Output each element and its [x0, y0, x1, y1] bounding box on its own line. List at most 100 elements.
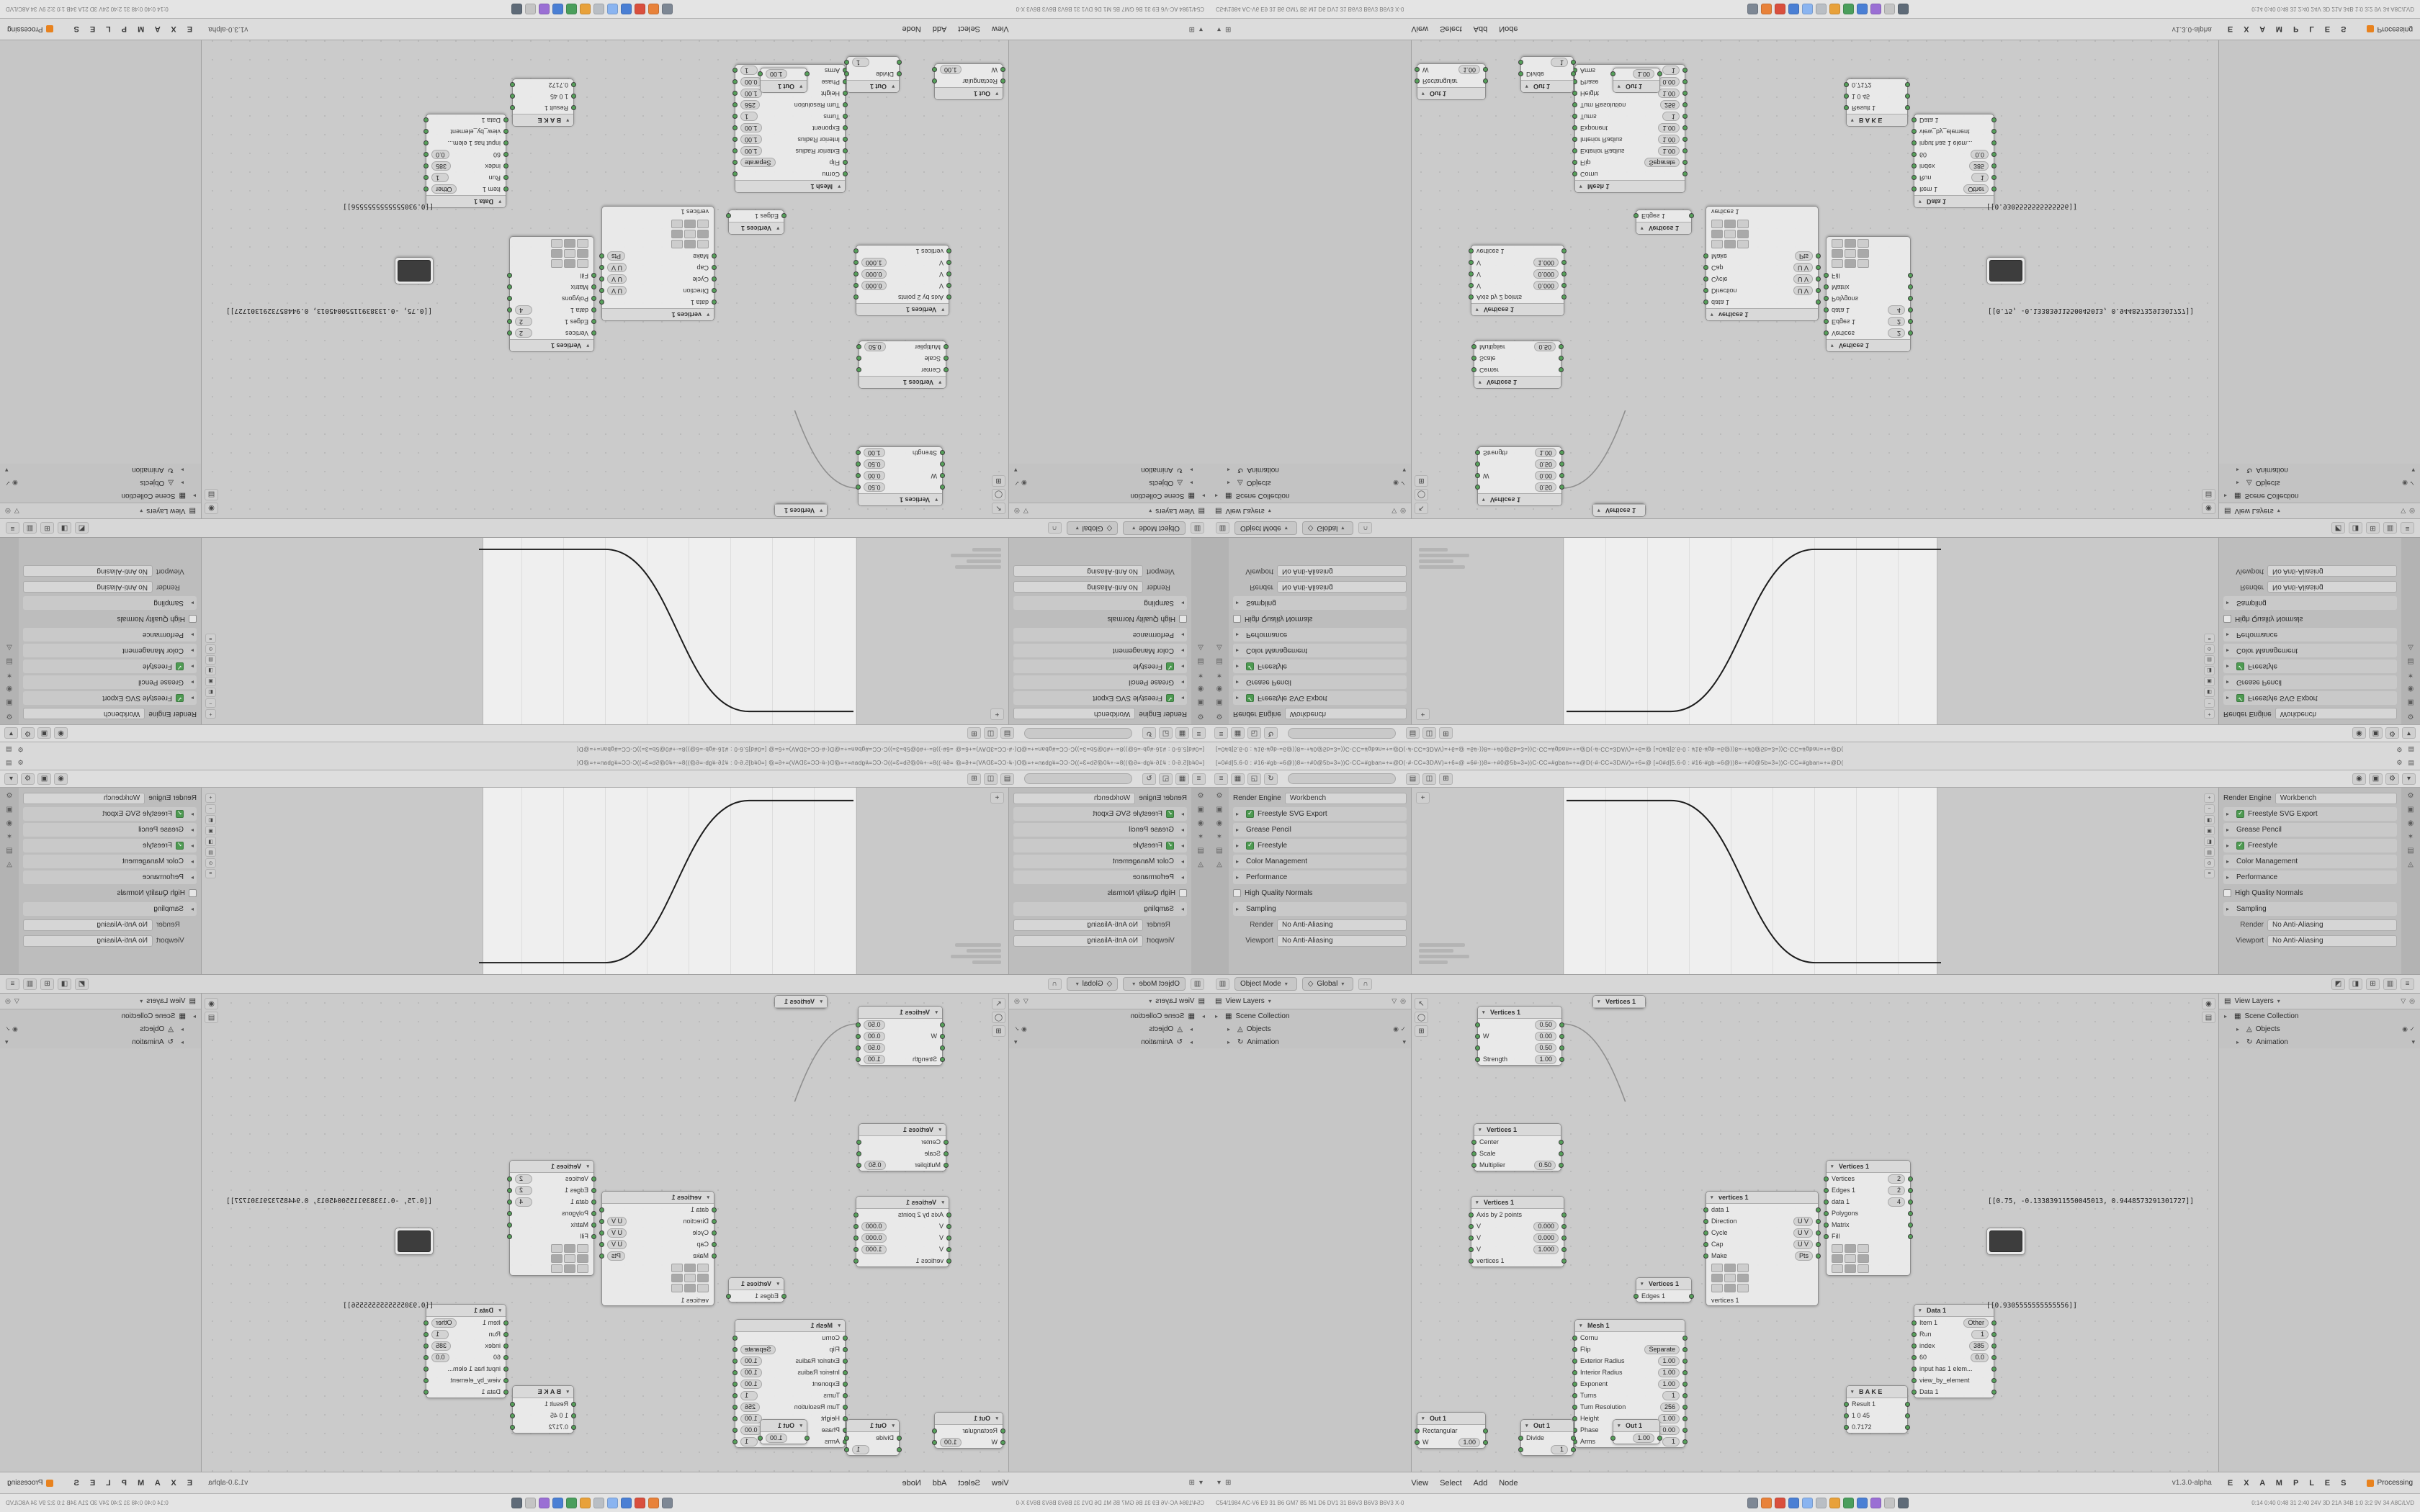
toolbar-icon[interactable]: ⚙ [2385, 727, 2399, 739]
node-row[interactable]: V 1.000 [856, 257, 949, 269]
node-row[interactable]: Cycle U V [602, 1227, 714, 1238]
taskbar-app-icon[interactable] [1842, 1498, 1854, 1508]
taskbar-app-icon[interactable] [1829, 1498, 1840, 1508]
node-header[interactable]: ▾ Out 1 [1521, 1420, 1573, 1432]
node-row-value-field[interactable]: 1.000 [861, 258, 887, 268]
expand-arrow-icon[interactable]: ▸ [180, 467, 184, 474]
node-row[interactable]: Edges 1 2 [510, 1184, 593, 1196]
node-row-value-field[interactable]: 0.00 [740, 1425, 762, 1435]
aa-row-dropdown[interactable]: No Anti-Aliasing [1013, 935, 1143, 947]
node-row[interactable]: Make Pts [602, 1250, 714, 1261]
node-row-value-field[interactable]: 0.000 [1533, 1221, 1559, 1231]
node-header[interactable]: ▾ Vertices 1 [1474, 376, 1561, 388]
node-row-value-field[interactable]: 1.00 [864, 448, 885, 458]
node-row-value-field[interactable]: 1 [1662, 112, 1680, 122]
outliner-filter-icon[interactable]: ◎ [5, 997, 11, 1004]
outliner-item-toggles[interactable]: ▾ [5, 1038, 9, 1045]
node-row[interactable]: Run 1 [426, 172, 506, 184]
canvas-side-icon[interactable]: ◉ [205, 998, 218, 1009]
collapse-icon[interactable]: ▾ [838, 184, 841, 189]
node-header[interactable]: ▾ Vertices 1 [729, 222, 784, 234]
node-row[interactable]: Turns 1 [1572, 1390, 1688, 1401]
node[interactable]: ▾ Out 1 Rectangular W 1.00 [934, 1412, 1003, 1449]
node-row[interactable]: Exponent 1.00 [735, 122, 845, 134]
collapse-icon[interactable]: ▾ [938, 379, 941, 384]
node-row-value-field[interactable]: 1 [852, 1444, 869, 1454]
properties-section-header[interactable]: ▸ Grease Pencil [1013, 823, 1187, 837]
taskbar-app-icon[interactable] [621, 1498, 632, 1508]
node-row-value-field[interactable]: Other [431, 1318, 457, 1328]
properties-section-header[interactable]: ▸ Performance [1233, 870, 1407, 884]
node-header[interactable]: ▾ Out 1 [761, 1420, 807, 1432]
node-row-value-field[interactable]: 0.00 [1535, 471, 1556, 481]
taskbar-app-icon[interactable] [593, 4, 605, 14]
node-row[interactable]: V 0.000 [1471, 269, 1564, 280]
outliner-filter-icon[interactable]: ▽ [1023, 508, 1028, 515]
node-row[interactable]: V 1.000 [856, 1243, 949, 1255]
collapse-icon[interactable]: ▾ [586, 1164, 589, 1169]
node-row-value-field[interactable]: 1.00 [1658, 1367, 1680, 1377]
graph-side-button[interactable]: − [2204, 804, 2215, 814]
node-row[interactable]: Strength 1.00 [1475, 1053, 1564, 1065]
node-row[interactable]: input has 1 elem... [1914, 138, 1994, 149]
collapse-icon[interactable]: ▾ [1641, 1282, 1644, 1287]
node-row-value-field[interactable]: U V [607, 274, 627, 284]
toolbar-icon[interactable]: ▾ [4, 773, 18, 785]
node[interactable]: ▾ B A K E Result 1 1 0 45 [1846, 78, 1908, 127]
node-row[interactable]: Result 1 [513, 102, 573, 114]
sampling-section-header[interactable]: ▸ Sampling [1013, 902, 1187, 916]
outliner-item[interactable]: ▸ ↻ Animation ▾ [1210, 464, 1411, 477]
node[interactable]: ▾ Out 1 Divide 1 [846, 1419, 900, 1456]
properties-section-header[interactable]: ▸ Freestyle [2223, 660, 2397, 673]
outliner-item[interactable]: ▸ ↻ Animation ▾ [1009, 464, 1210, 477]
node-row-value-field[interactable]: 1.00 [740, 89, 762, 99]
node-row[interactable]: 1 [847, 1444, 899, 1455]
graph-side-button[interactable]: ⊙ [2204, 644, 2215, 654]
sampling-section-header[interactable]: ▸ Sampling [1013, 596, 1187, 610]
header-toggle-icon[interactable]: ⊞ [2366, 522, 2380, 534]
node[interactable]: ▾ Vertices 1 Center Scale [859, 1123, 946, 1171]
header-toggle-icon[interactable]: ≡ [2401, 522, 2414, 534]
sampling-section-header[interactable]: ▸ Sampling [1233, 902, 1407, 916]
properties-tab-icon[interactable]: ◬ [6, 644, 12, 652]
toolbar-icon[interactable]: ◉ [2352, 773, 2366, 785]
aa-row-dropdown[interactable]: No Anti-Aliasing [1277, 565, 1407, 577]
collapse-icon[interactable]: ▾ [1482, 497, 1485, 502]
node-header[interactable]: ▾ Vertices 1 [1471, 303, 1564, 315]
node-row-value-field[interactable]: 2 [1888, 1174, 1905, 1184]
node-row[interactable]: Fill [1827, 270, 1910, 282]
node-row[interactable]: Direction U V [1703, 1215, 1821, 1227]
properties-tab-icon[interactable]: ▤ [2407, 847, 2414, 855]
node-header[interactable]: ▾ Data 1 [1914, 195, 1994, 207]
properties-tab-icon[interactable]: ◬ [1216, 860, 1222, 868]
properties-tab-icon[interactable]: ⚙ [6, 712, 13, 720]
properties-tab-icon[interactable]: ⚙ [1216, 792, 1223, 800]
node-row[interactable]: data 1 [602, 1204, 714, 1215]
properties-section-header[interactable]: ▸ Freestyle [1013, 839, 1187, 852]
collapse-icon[interactable]: ▾ [586, 343, 589, 348]
header-toggle-icon[interactable]: ◩ [75, 522, 89, 534]
node[interactable]: ▾ Vertices 1 Center Scale [859, 341, 946, 389]
node-row-value-field[interactable]: 0.00 [864, 1031, 885, 1041]
node-row-value-field[interactable]: 1.00 [740, 123, 762, 133]
toolbar-icon[interactable]: ▣ [2369, 773, 2383, 785]
node[interactable]: ▾ Vertices 1 Edges 1 [1634, 1277, 1694, 1302]
outliner-header[interactable]: ▤ View Layers ▾ ▽ ◎ [0, 994, 201, 1009]
toolbar-search-field[interactable] [1024, 773, 1132, 784]
toolbar-icon[interactable]: ▦ [1231, 727, 1245, 739]
properties-section-header[interactable]: ▸ Freestyle SVG Export [23, 691, 197, 705]
expand-arrow-icon[interactable]: ▸ [1189, 1025, 1193, 1032]
node-row-value-field[interactable]: 1.00 [1658, 146, 1680, 156]
node-row[interactable]: Cap U V [602, 262, 714, 274]
properties-section-header[interactable]: ▸ Freestyle [2223, 839, 2397, 852]
aa-row-dropdown[interactable]: No Anti-Aliasing [23, 565, 153, 577]
properties-tab-icon[interactable]: ◬ [1216, 644, 1222, 652]
node-row-value-field[interactable]: 1.00 [740, 1379, 762, 1389]
taskbar-app-icon[interactable] [1897, 1498, 1909, 1508]
node-row-value-field[interactable]: 1.00 [940, 1437, 962, 1447]
node-row-value-field[interactable]: 0.0 [431, 1352, 449, 1362]
node[interactable]: ▾ Vertices 1 Edges 1 [728, 1277, 784, 1302]
outliner-item[interactable]: ▸ ◬ Objects ◉ ✓ [2219, 477, 2420, 490]
taskbar-app-icon[interactable] [525, 4, 537, 14]
node-row[interactable]: Scale [1474, 353, 1561, 364]
